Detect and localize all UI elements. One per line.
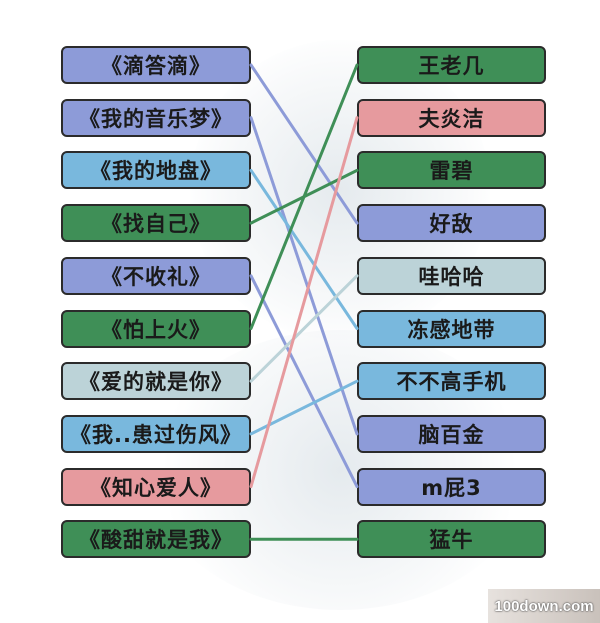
right-item-7[interactable]: 不不高手机 bbox=[357, 362, 546, 401]
left-item-1[interactable]: 《滴答滴》 bbox=[61, 46, 251, 84]
right-item-9[interactable]: m屁3 bbox=[357, 467, 546, 506]
left-item-8[interactable]: 《我..患过伤风》 bbox=[61, 414, 251, 453]
right-item-2[interactable]: 夫炎洁 bbox=[357, 98, 546, 137]
left-item-3[interactable]: 《我的地盘》 bbox=[61, 151, 251, 190]
right-item-5[interactable]: 哇哈哈 bbox=[357, 256, 546, 295]
left-item-10[interactable]: 《酸甜就是我》 bbox=[61, 520, 251, 559]
watermark: 100down.com bbox=[488, 589, 600, 623]
right-item-3[interactable]: 雷碧 bbox=[357, 151, 546, 190]
left-item-7[interactable]: 《爱的就是你》 bbox=[61, 362, 251, 401]
left-item-9[interactable]: 《知心爱人》 bbox=[61, 467, 251, 506]
left-item-6[interactable]: 《怕上火》 bbox=[61, 309, 251, 348]
right-item-1[interactable]: 王老几 bbox=[357, 46, 546, 84]
right-item-6[interactable]: 冻感地带 bbox=[357, 309, 546, 348]
left-item-5[interactable]: 《不收礼》 bbox=[61, 256, 251, 295]
right-item-8[interactable]: 脑百金 bbox=[357, 414, 546, 453]
left-item-2[interactable]: 《我的音乐梦》 bbox=[61, 98, 251, 137]
watermark-text: 100down.com bbox=[494, 597, 594, 615]
right-item-10[interactable]: 猛牛 bbox=[357, 520, 546, 559]
background-decoration bbox=[190, 40, 490, 340]
right-item-4[interactable]: 好敌 bbox=[357, 204, 546, 243]
left-item-4[interactable]: 《找自己》 bbox=[61, 204, 251, 243]
